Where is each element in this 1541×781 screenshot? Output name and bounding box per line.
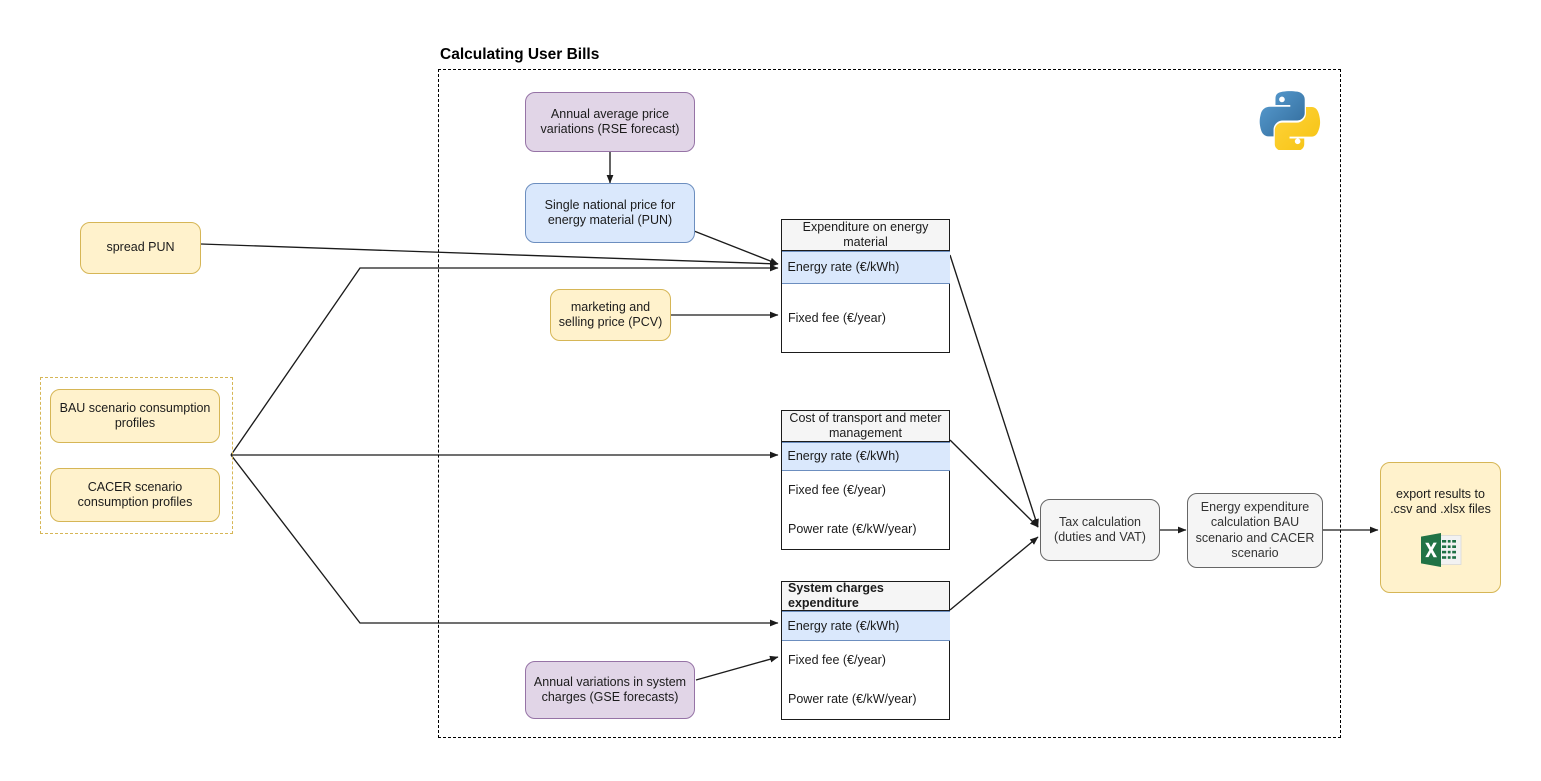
node-energy-expenditure-calculation[interactable]: Energy expenditure calculation BAU scena… xyxy=(1187,493,1323,568)
table-header: System charges expenditure xyxy=(782,581,949,611)
node-pcv[interactable]: marketing and selling price (PCV) xyxy=(550,289,671,341)
table-row[interactable]: Fixed fee (€/year) xyxy=(782,471,949,509)
table-cell-label: Power rate (€/kW/year) xyxy=(788,521,917,536)
node-cacer-profiles[interactable]: CACER scenario consumption profiles xyxy=(50,468,220,522)
node-spread-pun-label: spread PUN xyxy=(106,240,175,255)
node-rse-forecast-label: Annual average price variations (RSE for… xyxy=(540,106,680,136)
node-pcv-label: marketing and selling price (PCV) xyxy=(558,299,663,329)
table-cell-label: Fixed fee (€/year) xyxy=(788,482,886,497)
table-cell-label: Energy rate (€/kWh) xyxy=(787,618,900,633)
node-energy-expenditure-calculation-label: Energy expenditure calculation BAU scena… xyxy=(1195,500,1315,560)
node-pun-label: Single national price for energy materia… xyxy=(544,197,676,227)
table-row[interactable]: Power rate (€/kW/year) xyxy=(782,679,949,719)
node-gse-forecast[interactable]: Annual variations in system charges (GSE… xyxy=(525,661,695,719)
table-expenditure-energy-material: Expenditure on energy material Energy ra… xyxy=(781,219,950,353)
table-cell-label: Energy rate (€/kWh) xyxy=(787,260,900,274)
node-export-results[interactable]: export results to .csv and .xlsx files xyxy=(1380,462,1501,593)
table-row[interactable]: Energy rate (€/kWh) xyxy=(781,251,950,284)
table-cost-transport-meter: Cost of transport and meter management E… xyxy=(781,410,950,550)
table-row[interactable]: Power rate (€/kW/year) xyxy=(782,509,949,549)
calculating-user-bills-container xyxy=(438,69,1341,738)
table-cell-label: Energy rate (€/kWh) xyxy=(787,449,900,463)
table-row[interactable]: Energy rate (€/kWh) xyxy=(781,611,950,641)
table-row[interactable]: Fixed fee (€/year) xyxy=(782,284,949,352)
node-rse-forecast[interactable]: Annual average price variations (RSE for… xyxy=(525,92,695,152)
node-pun[interactable]: Single national price for energy materia… xyxy=(525,183,695,243)
table-row[interactable]: Energy rate (€/kWh) xyxy=(781,442,950,471)
excel-logo-icon xyxy=(1419,532,1463,572)
table-header: Cost of transport and meter management xyxy=(782,411,949,442)
node-tax-calculation-label: Tax calculation (duties and VAT) xyxy=(1054,514,1146,544)
table-system-charges-expenditure: System charges expenditure Energy rate (… xyxy=(781,581,950,720)
page-title: Calculating User Bills xyxy=(440,46,600,63)
node-bau-profiles-label: BAU scenario consumption profiles xyxy=(59,400,211,430)
table-row[interactable]: Fixed fee (€/year) xyxy=(782,641,949,679)
table-cell-label: Fixed fee (€/year) xyxy=(788,310,886,325)
table-cell-label: Fixed fee (€/year) xyxy=(788,652,886,667)
node-spread-pun[interactable]: spread PUN xyxy=(80,222,201,274)
node-tax-calculation[interactable]: Tax calculation (duties and VAT) xyxy=(1040,499,1160,561)
python-logo-icon xyxy=(1259,88,1321,155)
table-cell-label: Power rate (€/kW/year) xyxy=(788,691,917,706)
table-header: Expenditure on energy material xyxy=(782,220,949,251)
node-bau-profiles[interactable]: BAU scenario consumption profiles xyxy=(50,389,220,443)
node-export-results-label: export results to .csv and .xlsx files xyxy=(1390,487,1491,517)
consumption-profiles-group xyxy=(40,377,233,534)
node-gse-forecast-label: Annual variations in system charges (GSE… xyxy=(533,674,687,704)
node-cacer-profiles-label: CACER scenario consumption profiles xyxy=(77,479,193,509)
